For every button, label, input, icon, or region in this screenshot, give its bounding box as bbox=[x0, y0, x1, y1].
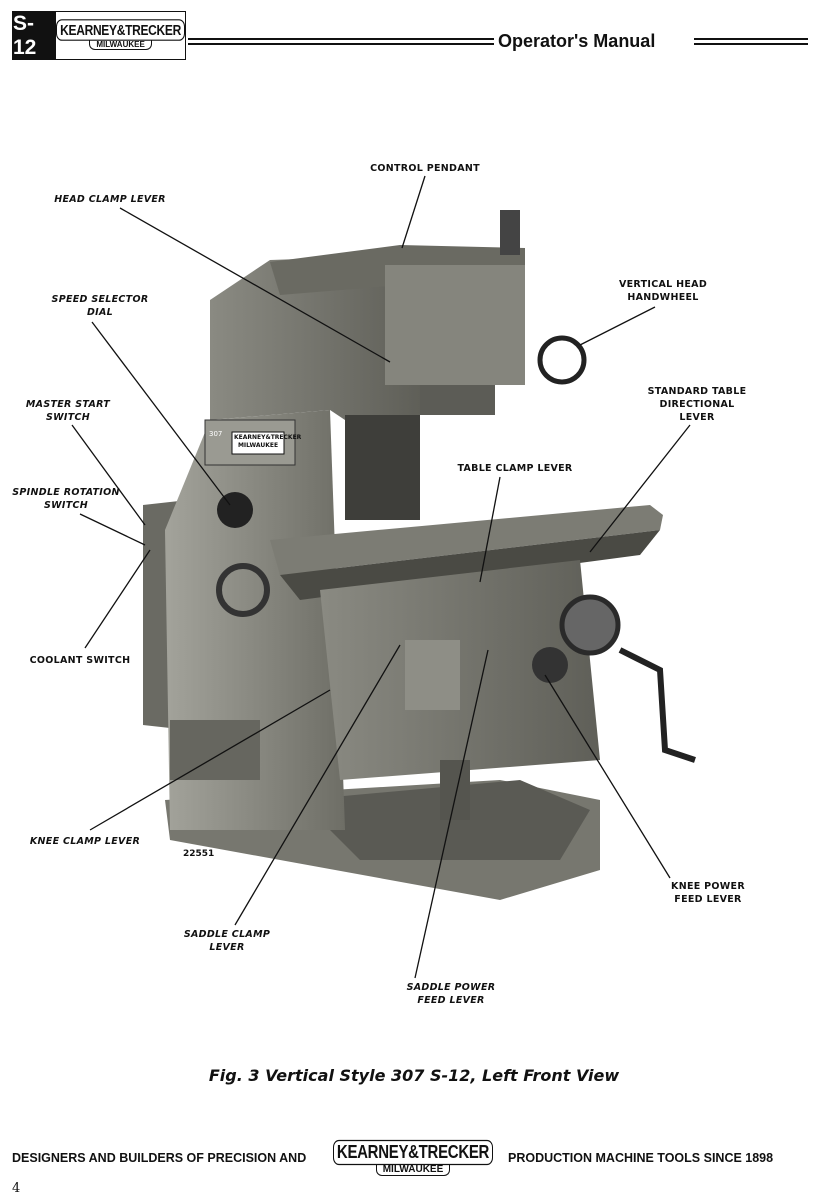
label-control-pendant: CONTROL PENDANT bbox=[370, 163, 480, 174]
figure-caption: Fig. 3 Vertical Style 307 S-12, Left Fro… bbox=[208, 1066, 620, 1085]
label-table-clamp-lever: TABLE CLAMP LEVER bbox=[457, 463, 573, 474]
header-rule bbox=[188, 38, 494, 45]
manual-title: Operator's Manual bbox=[498, 31, 656, 51]
header-rule bbox=[694, 38, 808, 45]
plate-logo-bottom: MILWAUKEE bbox=[237, 442, 279, 449]
page-number: 4 bbox=[12, 1181, 21, 1196]
kearney-trecker-logo: KEARNEY&TRECKER MILWAUKEE bbox=[56, 12, 185, 59]
model-badge: S-12 bbox=[13, 12, 57, 59]
footer-logo: KEARNEY&TRECKER MILWAUKEE bbox=[332, 1139, 494, 1176]
machine-logo-plate bbox=[231, 431, 285, 455]
plate-model: 307 bbox=[209, 430, 223, 438]
label-coolant-switch: COOLANT SWITCH bbox=[29, 655, 131, 666]
plate-logo-top: KEARNEY&TRECKER bbox=[234, 434, 302, 441]
label-head-clamp-lever: HEAD CLAMP LEVER bbox=[54, 194, 166, 205]
footer-left-text: DESIGNERS AND BUILDERS OF PRECISION AND bbox=[12, 1151, 307, 1165]
header-badge: S-12 KEARNEY&TRECKER MILWAUKEE bbox=[12, 11, 186, 60]
leader-lines bbox=[71, 175, 691, 979]
footer-right-text: PRODUCTION MACHINE TOOLS SINCE 1898 bbox=[508, 1151, 774, 1165]
photo-number: 22551 bbox=[183, 849, 215, 859]
label-knee-clamp-lever: KNEE CLAMP LEVER bbox=[29, 836, 141, 847]
